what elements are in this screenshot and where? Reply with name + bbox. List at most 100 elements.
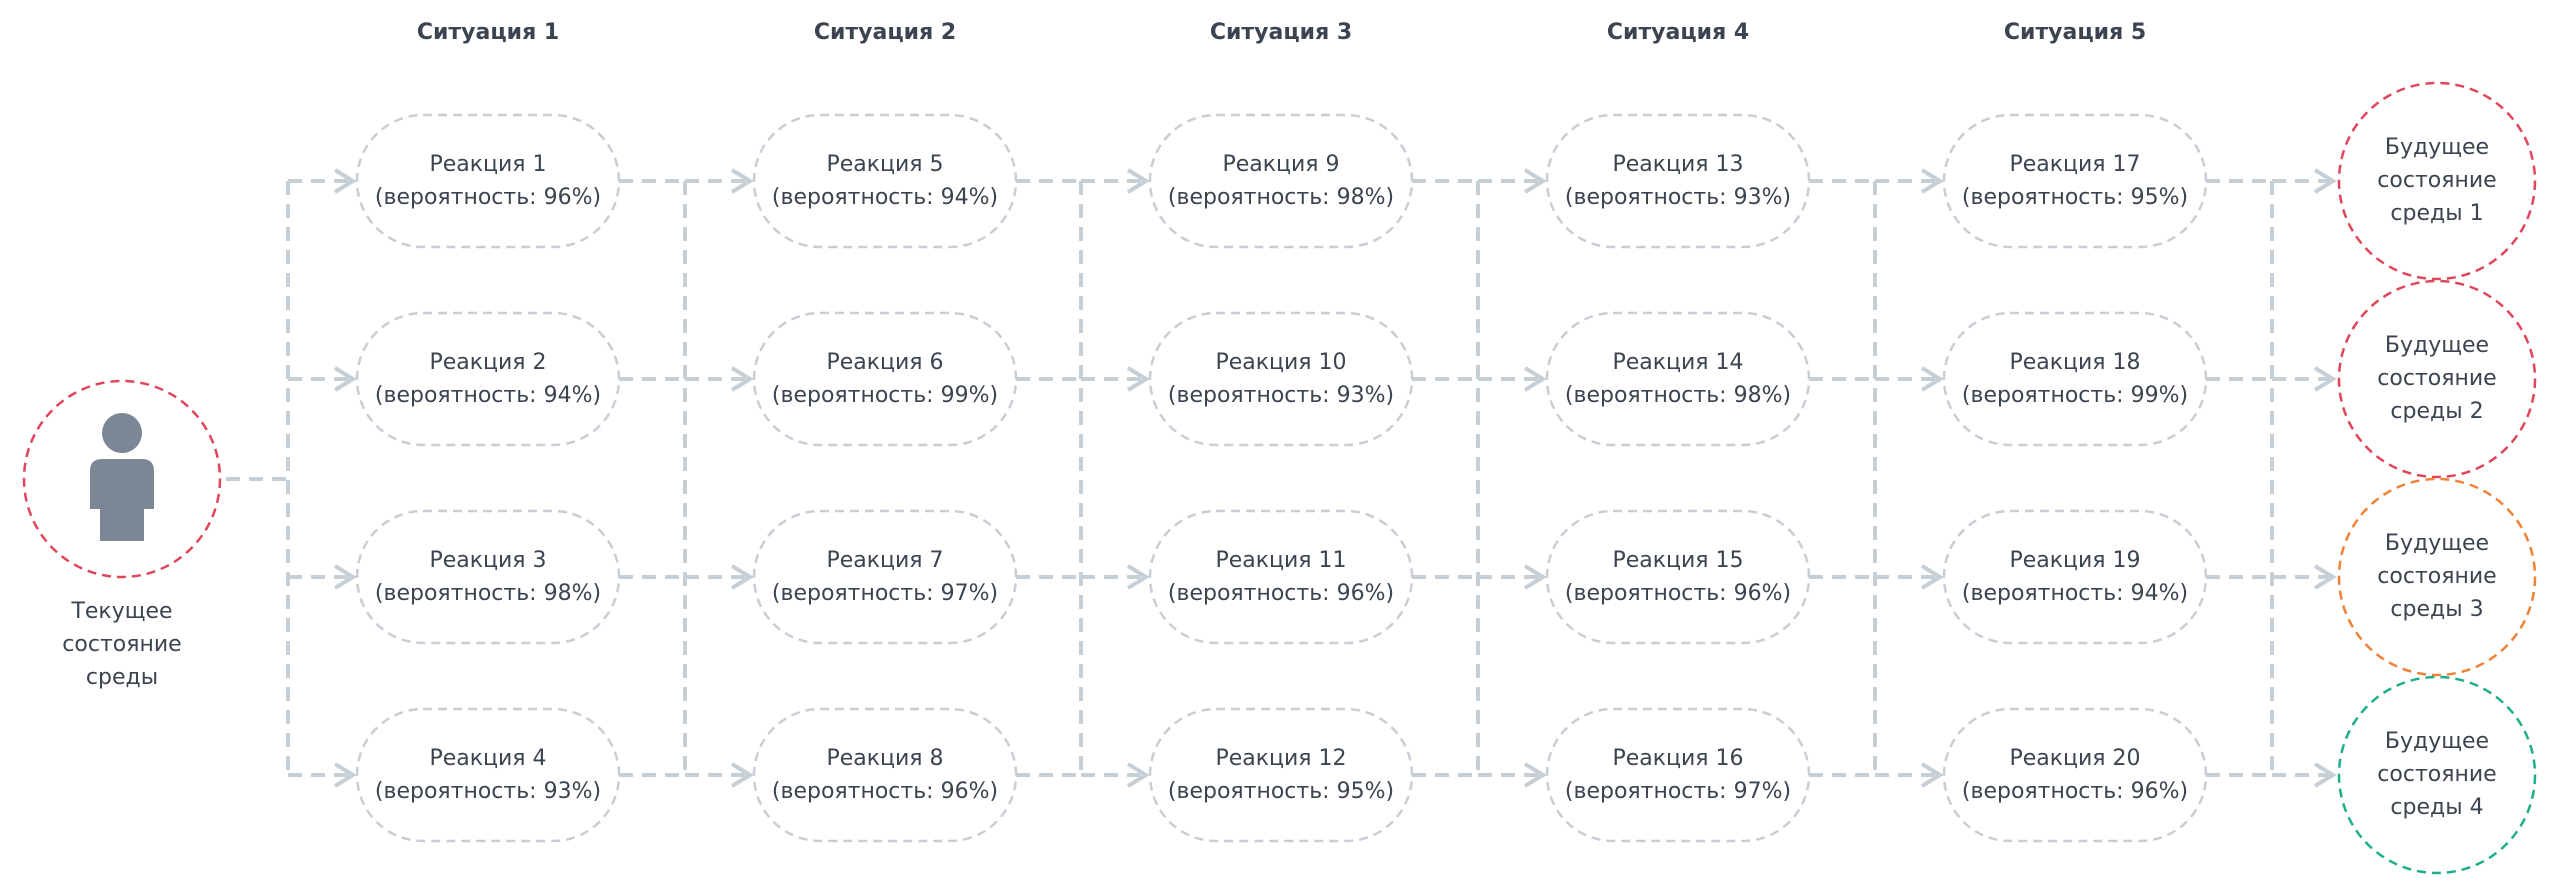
- arrow-icon: [1920, 168, 1944, 194]
- reaction-node: Реакция 10 (вероятность: 93%): [1148, 311, 1414, 447]
- nodes-layer: Реакция 1(вероятность: 96%)Реакция 2(вер…: [355, 113, 2208, 843]
- reaction-probability: (вероятность: 97%): [1565, 779, 1791, 804]
- reaction-node: Реакция 18 (вероятность: 99%): [1942, 311, 2208, 447]
- future-state: Будущее состояние среды 1: [2337, 81, 2537, 281]
- arrow-icon: [1126, 762, 1150, 788]
- future-state-circle: [2337, 279, 2537, 479]
- reaction-node-box: [355, 311, 621, 447]
- column-title: Ситуация 1: [417, 20, 559, 45]
- reaction-node-box: [752, 311, 1018, 447]
- reaction-node-box: [355, 509, 621, 645]
- future-state-label: состояние: [2377, 168, 2496, 193]
- reaction-probability: (вероятность: 99%): [772, 383, 998, 408]
- reaction-node-box: [355, 113, 621, 249]
- reaction-node-box: [1545, 311, 1811, 447]
- future-state-label: состояние: [2377, 762, 2496, 787]
- reaction-node-box: [1942, 113, 2208, 249]
- arrow-icon: [730, 168, 754, 194]
- reaction-node: Реакция 20 (вероятность: 96%): [1942, 707, 2208, 843]
- reaction-node-box: [1148, 509, 1414, 645]
- reaction-name: Реакция 19: [2009, 548, 2140, 573]
- arrow-icon: [2313, 762, 2337, 788]
- reaction-probability: (вероятность: 96%): [1565, 581, 1791, 606]
- reaction-probability: (вероятность: 94%): [772, 185, 998, 210]
- reaction-probability: (вероятность: 98%): [375, 581, 601, 606]
- future-state-circle: [2337, 477, 2537, 677]
- reaction-probability: (вероятность: 99%): [1962, 383, 2188, 408]
- reaction-node-box: [752, 707, 1018, 843]
- reaction-node-box: [752, 113, 1018, 249]
- reaction-node: Реакция 9 (вероятность: 98%): [1148, 113, 1414, 249]
- reaction-node: Реакция 11(вероятность: 96%): [1148, 509, 1414, 645]
- reaction-name: Реакция 20: [2009, 746, 2140, 771]
- future-state-label: среды 1: [2390, 201, 2483, 226]
- arrow-icon: [1920, 762, 1944, 788]
- reaction-probability: (вероятность: 94%): [375, 383, 601, 408]
- reaction-node-box: [1942, 707, 2208, 843]
- reaction-node-box: [1545, 509, 1811, 645]
- arrow-icon: [1920, 564, 1944, 590]
- reaction-node-box: [1545, 707, 1811, 843]
- reaction-probability: (вероятность: 96%): [772, 779, 998, 804]
- future-state-label: Будущее: [2385, 333, 2489, 358]
- reaction-probability: (вероятность: 96%): [1962, 779, 2188, 804]
- reaction-node-box: [752, 509, 1018, 645]
- reaction-name: Реакция 9: [1222, 152, 1339, 177]
- reaction-node: Реакция 2 (вероятность: 94%): [355, 311, 621, 447]
- reaction-node: Реакция 4 (вероятность: 93%): [355, 707, 621, 843]
- reaction-node: Реакция 15(вероятность: 96%): [1545, 509, 1811, 645]
- reaction-node: Реакция 3(вероятность: 98%): [355, 509, 621, 645]
- reaction-name: Реакция 2: [429, 350, 546, 375]
- reaction-name: Реакция 4: [429, 746, 546, 771]
- reaction-node-box: [1148, 311, 1414, 447]
- person-icon: [90, 413, 154, 541]
- reaction-node: Реакция 12(вероятность: 95%): [1148, 707, 1414, 843]
- reaction-name: Реакция 12: [1215, 746, 1346, 771]
- reaction-name: Реакция 14: [1612, 350, 1743, 375]
- reaction-name: Реакция 18: [2009, 350, 2140, 375]
- arrow-icon: [1126, 366, 1150, 392]
- reaction-node-box: [1942, 509, 2208, 645]
- reaction-probability: (вероятность: 93%): [375, 779, 601, 804]
- arrow-icon: [730, 564, 754, 590]
- reaction-node-box: [1545, 113, 1811, 249]
- arrow-icon: [2313, 564, 2337, 590]
- arrow-icon: [1920, 366, 1944, 392]
- arrow-icon: [730, 762, 754, 788]
- reaction-name: Реакция 5: [826, 152, 943, 177]
- future-state-label: состояние: [2377, 564, 2496, 589]
- future-state-label: среды 3: [2390, 597, 2483, 622]
- reaction-node: Реакция 8(вероятность: 96%): [752, 707, 1018, 843]
- arrow-icon: [333, 564, 357, 590]
- column-title: Ситуация 5: [2004, 20, 2146, 45]
- reaction-probability: (вероятность: 98%): [1168, 185, 1394, 210]
- reaction-probability: (вероятность: 98%): [1565, 383, 1791, 408]
- reaction-name: Реакция 16: [1612, 746, 1743, 771]
- reaction-probability: (вероятность: 95%): [1962, 185, 2188, 210]
- future-state-label: среды 2: [2390, 399, 2483, 424]
- current-state-label: состояние: [62, 632, 181, 657]
- reaction-node-box: [1148, 707, 1414, 843]
- reaction-name: Реакция 10: [1215, 350, 1346, 375]
- reaction-name: Реакция 13: [1612, 152, 1743, 177]
- future-state-label: Будущее: [2385, 135, 2489, 160]
- current-state-label: среды: [86, 665, 158, 690]
- reaction-probability: (вероятность: 93%): [1168, 383, 1394, 408]
- reaction-probability: (вероятность: 94%): [1962, 581, 2188, 606]
- arrow-icon: [1126, 168, 1150, 194]
- reaction-name: Реакция 17: [2009, 152, 2140, 177]
- reaction-node: Реакция 1(вероятность: 96%): [355, 113, 621, 249]
- arrow-icon: [730, 366, 754, 392]
- arrow-icon: [333, 762, 357, 788]
- column-title: Ситуация 3: [1210, 20, 1352, 45]
- reaction-node: Реакция 13(вероятность: 93%): [1545, 113, 1811, 249]
- reaction-name: Реакция 11: [1215, 548, 1346, 573]
- arrow-icon: [2313, 168, 2337, 194]
- reaction-node: Реакция 6(вероятность: 99%): [752, 311, 1018, 447]
- reaction-name: Реакция 1: [429, 152, 546, 177]
